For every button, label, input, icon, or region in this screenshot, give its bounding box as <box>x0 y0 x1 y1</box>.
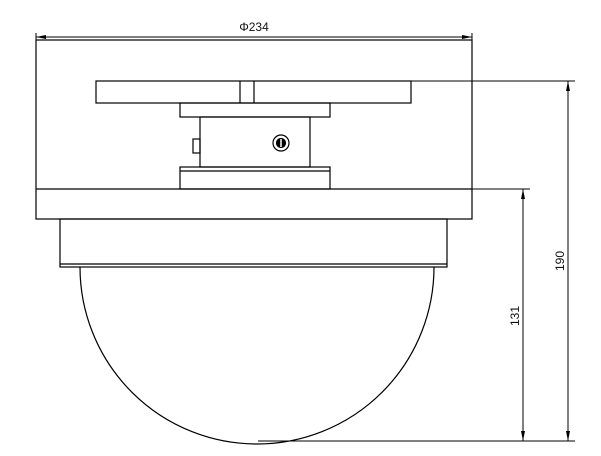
dome-height-label: 131 <box>508 306 522 326</box>
diameter-dimension <box>35 33 473 40</box>
arrow-left <box>36 35 46 39</box>
mounting-plate <box>95 80 412 104</box>
arrow-bottom <box>566 431 570 441</box>
total-height-dimension <box>258 80 575 442</box>
dome-height-dimension <box>472 188 530 441</box>
arrow-top-131 <box>521 189 525 199</box>
total-height-label: 190 <box>553 251 567 271</box>
housing-base <box>35 39 473 220</box>
arrow-right <box>462 35 472 39</box>
dome-cover <box>79 266 435 445</box>
trim-ring <box>59 218 448 268</box>
arrow-top <box>566 81 570 91</box>
mount-bracket <box>179 102 331 190</box>
arrow-bottom-131 <box>521 431 525 441</box>
screw-head <box>272 134 290 152</box>
diameter-label: Φ234 <box>239 20 269 34</box>
